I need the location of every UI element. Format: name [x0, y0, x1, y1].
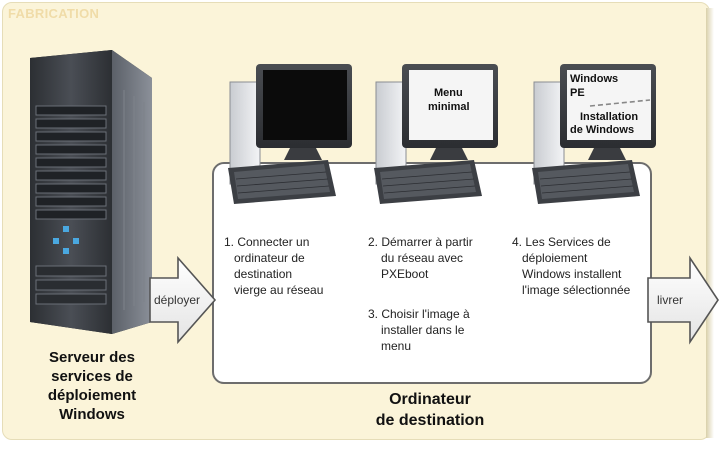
server-caption-line-1: Serveur des	[49, 349, 135, 366]
step-4-line-2: déploiement	[522, 251, 588, 265]
stage-title: FABRICATION	[8, 6, 100, 21]
step-2-line-2: du réseau avec	[381, 251, 464, 265]
step-4-line-4: l'image sélectionnée	[522, 283, 631, 297]
computer-1-icon	[228, 64, 352, 204]
screen-3-line-4: de Windows	[570, 124, 634, 136]
step-2: 2. Démarrer à partir du réseau avec PXEb…	[368, 234, 473, 282]
step-4: 4. Les Services de déploiement Windows i…	[512, 234, 630, 298]
deliver-label: livrer	[657, 293, 683, 307]
screen-2-line-1: Menu	[434, 87, 463, 99]
step-3-line-1: 3. Choisir l'image à	[368, 307, 470, 321]
step-1-line-2: ordinateur de	[234, 251, 305, 265]
screen-3-line-3: Installation	[580, 111, 638, 123]
step-4-line-1: 4. Les Services de	[512, 235, 611, 249]
step-1-line-1: 1. Connecter un	[224, 235, 310, 249]
server-caption-line-2: services de	[51, 368, 133, 385]
destination-caption-line-2: de destination	[375, 412, 485, 429]
page-edge-shadow	[706, 8, 714, 438]
step-1: 1. Connecter un ordinateur de destinatio…	[224, 234, 323, 298]
destination-caption: Ordinateur de destination	[350, 389, 510, 431]
server-caption-line-3: déploiement	[47, 387, 137, 404]
step-2-line-1: 2. Démarrer à partir	[368, 235, 473, 249]
destination-caption-line-1: Ordinateur	[389, 391, 471, 408]
deliver-arrow	[647, 255, 719, 345]
step-2-line-3: PXEboot	[381, 267, 429, 281]
server-icon	[30, 50, 152, 334]
step-1-line-4: vierge au réseau	[234, 283, 324, 297]
screen-3-line-1: Windows	[570, 73, 618, 85]
step-3: 3. Choisir l'image à installer dans le m…	[368, 306, 470, 354]
computer-3-icon	[532, 64, 656, 204]
computer-2-icon	[374, 64, 498, 204]
server-caption-line-4: Windows	[59, 406, 125, 423]
screen-3-line-2: PE	[570, 87, 585, 99]
step-3-line-3: menu	[381, 339, 412, 353]
server-caption: Serveur des services de déploiement Wind…	[22, 348, 162, 424]
deploy-label: déployer	[154, 293, 201, 307]
step-1-line-3: destination	[234, 267, 293, 281]
screen-2-line-2: minimal	[428, 101, 470, 113]
deploy-arrow	[149, 255, 217, 345]
step-4-line-3: Windows installent	[522, 267, 622, 281]
step-3-line-2: installer dans le	[381, 323, 465, 337]
